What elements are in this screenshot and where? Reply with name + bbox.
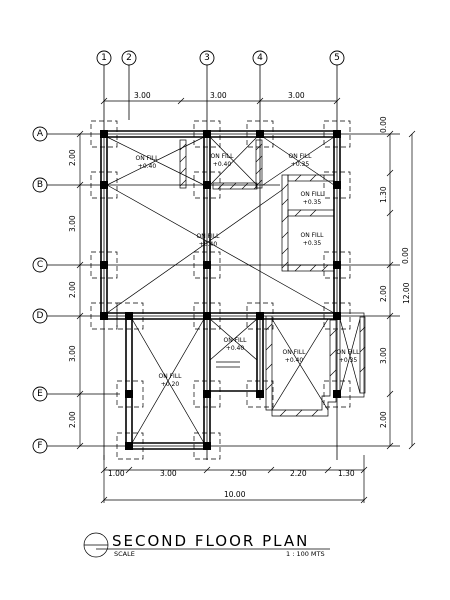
dim-top-3: 3.00 <box>288 91 305 100</box>
fill-label-2: ON FILL <box>210 153 234 160</box>
dim-right-3: 0.00 <box>401 247 410 264</box>
left-dimension: 2.00 3.00 2.00 3.00 2.00 <box>68 130 84 450</box>
dim-bottom-5: 1.30 <box>338 469 355 478</box>
grid-label-3: 3 <box>204 53 210 63</box>
dim-right-1: 0.00 <box>379 116 388 133</box>
dim-left-4: 3.00 <box>68 345 77 362</box>
top-dimension: 3.00 3.00 3.00 <box>100 91 341 105</box>
fill-label-5: ON FILL <box>300 232 324 239</box>
fill-label-9: ON FILL <box>336 349 360 356</box>
fill-level-2: +0.40 <box>213 161 232 168</box>
right-dimension: 0.00 1.30 0.00 2.00 3.00 2.00 12.00 <box>379 116 416 450</box>
fill-level-7: +0.40 <box>226 345 245 352</box>
grid-label-a: A <box>37 129 44 139</box>
fill-labels: ON FILL +0.40 ON FILL +0.40 ON FILL +0.3… <box>135 153 360 388</box>
dim-top-2: 3.00 <box>210 91 227 100</box>
beam-lines <box>100 130 341 450</box>
dim-left-2: 3.00 <box>68 215 77 232</box>
fill-label-4: ON FILL <box>300 191 324 198</box>
grid-label-1: 1 <box>101 53 107 63</box>
grid-label-d: D <box>37 311 44 321</box>
fill-label-7: ON FILL <box>223 337 247 344</box>
grid-label-4: 4 <box>257 53 263 63</box>
grid-lines <box>47 65 400 460</box>
fill-label-10: ON FILL <box>158 373 182 380</box>
dim-bottom-overall: 10.00 <box>224 490 246 499</box>
fill-label-8: ON FILL <box>282 349 306 356</box>
fill-level-1: +0.40 <box>138 163 157 170</box>
fill-level-3: +0.35 <box>291 161 310 168</box>
hatched-walls <box>179 139 366 417</box>
fill-level-10: +0.20 <box>161 381 180 388</box>
dim-right-2: 1.30 <box>379 186 388 203</box>
footing-outlines <box>90 120 351 460</box>
grid-label-5: 5 <box>334 53 340 63</box>
dim-right-5: 3.00 <box>379 347 388 364</box>
dim-right-overall: 12.00 <box>402 282 411 304</box>
fill-label-1: ON FILL <box>135 155 159 162</box>
dim-bottom-3: 2.50 <box>230 469 247 478</box>
fill-level-4: +0.35 <box>303 199 322 206</box>
column-grid-bubbles: 1 2 3 4 5 <box>96 50 345 66</box>
grid-label-e: E <box>37 389 43 399</box>
scale-value: 1 : 100 MTS <box>286 550 325 558</box>
fill-level-9: +0.35 <box>339 357 358 364</box>
slab-diagonals <box>106 136 361 444</box>
dim-right-4: 2.00 <box>379 285 388 302</box>
dim-left-5: 2.00 <box>68 411 77 428</box>
dim-left-1: 2.00 <box>68 149 77 166</box>
fill-level-5: +0.35 <box>303 240 322 247</box>
fill-label-6: ON FILL <box>196 233 220 240</box>
dim-left-3: 2.00 <box>68 281 77 298</box>
title-block: SECOND FLOOR PLAN SCALE 1 : 100 MTS <box>83 532 330 558</box>
grid-label-c: C <box>37 260 43 270</box>
plan-title: SECOND FLOOR PLAN <box>112 532 309 550</box>
grid-label-f: F <box>37 441 42 451</box>
dim-top-1: 3.00 <box>134 91 151 100</box>
scale-label: SCALE <box>114 550 135 558</box>
dim-right-6: 2.00 <box>379 411 388 428</box>
fill-level-6: +0.40 <box>199 241 218 248</box>
grid-label-2: 2 <box>126 53 132 63</box>
dim-bottom-2: 3.00 <box>160 469 177 478</box>
grid-label-b: B <box>37 180 43 190</box>
columns <box>100 130 341 450</box>
dim-bottom-4: 2.20 <box>290 469 307 478</box>
fill-level-8: +0.40 <box>285 357 304 364</box>
bottom-dimension: 1.00 3.00 2.50 2.20 1.30 10.00 <box>100 455 368 504</box>
fill-label-3: ON FILL <box>288 153 312 160</box>
row-grid-bubbles: A B C D E F <box>32 126 48 454</box>
dim-bottom-1: 1.00 <box>108 469 125 478</box>
